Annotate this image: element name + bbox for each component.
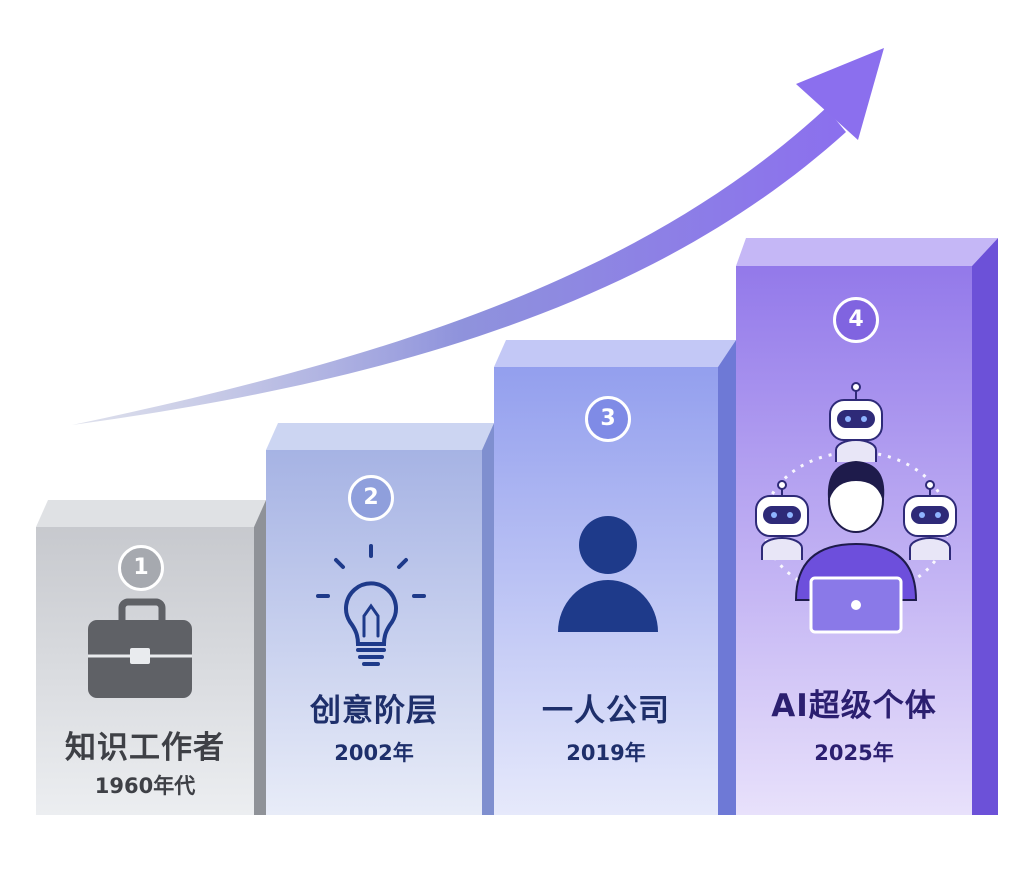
person-icon bbox=[558, 516, 658, 632]
robot-left bbox=[755, 480, 809, 560]
stage-year-3: 2019年 bbox=[566, 741, 646, 765]
stage-year-1: 1960年代 bbox=[94, 774, 196, 798]
step-badge-4: 4 bbox=[833, 297, 879, 343]
stage-title-1: 知识工作者 bbox=[65, 730, 225, 766]
person-at-laptop bbox=[794, 460, 918, 634]
stage-title-2: 创意阶层 bbox=[310, 693, 438, 729]
robot-top bbox=[829, 382, 883, 462]
lightbulb-icon bbox=[316, 544, 426, 666]
stage-year-2: 2002年 bbox=[334, 741, 414, 765]
stage-year-4: 2025年 bbox=[814, 741, 894, 765]
person-with-robots-icon bbox=[755, 382, 957, 634]
growth-arrow bbox=[72, 48, 884, 425]
stage-title-3: 一人公司 bbox=[542, 693, 670, 729]
step-badge-3: 3 bbox=[585, 396, 631, 442]
robot-right bbox=[903, 480, 957, 560]
briefcase-icon bbox=[88, 598, 192, 698]
stage-block-4 bbox=[736, 238, 998, 815]
stage-title-4: AI超级个体 bbox=[771, 688, 937, 724]
step-badge-2: 2 bbox=[348, 475, 394, 521]
step-badge-1: 1 bbox=[118, 545, 164, 591]
